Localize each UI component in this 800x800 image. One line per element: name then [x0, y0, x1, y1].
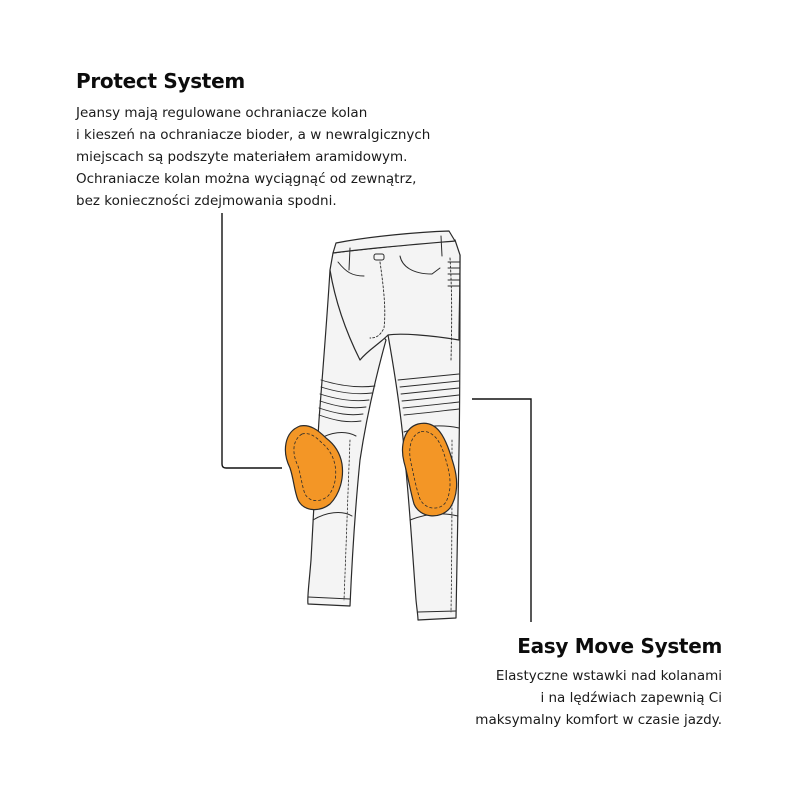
easy-move-line: i na lędźwiach zapewnią Ci [540, 690, 722, 706]
left-pocket [337, 261, 365, 277]
easy-move-line: maksymalny komfort w czasie jazdy. [475, 712, 722, 728]
button-icon [373, 253, 385, 261]
right-knee-protector [401, 422, 458, 517]
protect-system-description: Jeansy mają regulowane ochraniacze kolan… [76, 102, 430, 212]
hip-stretch-ribs [447, 261, 461, 287]
belt-loop [440, 235, 443, 257]
protect-system-block: Protect System Jeansy mają regulowane oc… [76, 69, 430, 212]
easy-move-callout-line [472, 398, 532, 622]
protect-line: i kieszeń na ochraniacze bioder, a w new… [76, 127, 431, 143]
left-knee-protector [284, 425, 344, 511]
waistband [332, 230, 456, 254]
left-knee-protector-stitch [293, 433, 337, 502]
jeans-body [307, 230, 461, 621]
easy-move-system-description: Elastyczne wstawki nad kolanami i na lęd… [475, 665, 722, 731]
left-knee-ribs [318, 379, 376, 423]
easy-move-system-block: Easy Move System Elastyczne wstawki nad … [475, 634, 722, 731]
belt-loop [348, 247, 351, 271]
protect-line: bez konieczności zdejmowania spodni. [76, 193, 337, 209]
easy-move-line: Elastyczne wstawki nad kolanami [495, 668, 722, 684]
right-hem [417, 610, 457, 613]
left-leg-stitch [343, 439, 351, 601]
protect-system-title: Protect System [76, 69, 245, 93]
right-pocket [399, 255, 441, 275]
protect-line: miejscach są podszyte materiałem aramido… [76, 149, 408, 165]
left-knee-panel [312, 512, 353, 521]
right-knee-ribs [397, 373, 460, 416]
left-hem [307, 596, 351, 600]
easy-move-system-title: Easy Move System [517, 634, 722, 658]
protect-line: Jeansy mają regulowane ochraniacze kolan [76, 105, 368, 121]
protect-line: Ochraniacze kolan można wyciągnąć od zew… [76, 171, 417, 187]
protect-callout-line [221, 213, 282, 469]
fly-stitch [369, 261, 386, 339]
knee-protector-icon [284, 422, 458, 517]
